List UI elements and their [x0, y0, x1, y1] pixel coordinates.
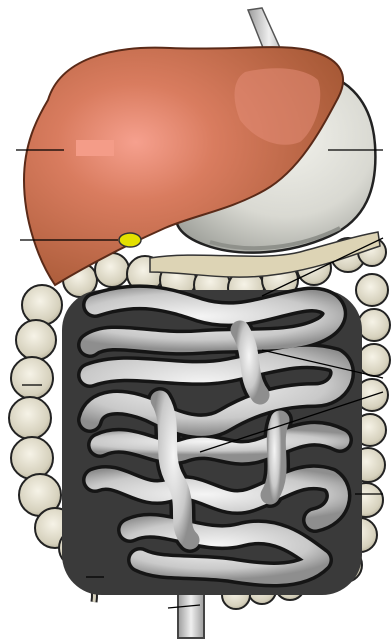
liver [24, 47, 343, 285]
gallbladder [119, 233, 141, 247]
small-intestine [62, 290, 362, 595]
